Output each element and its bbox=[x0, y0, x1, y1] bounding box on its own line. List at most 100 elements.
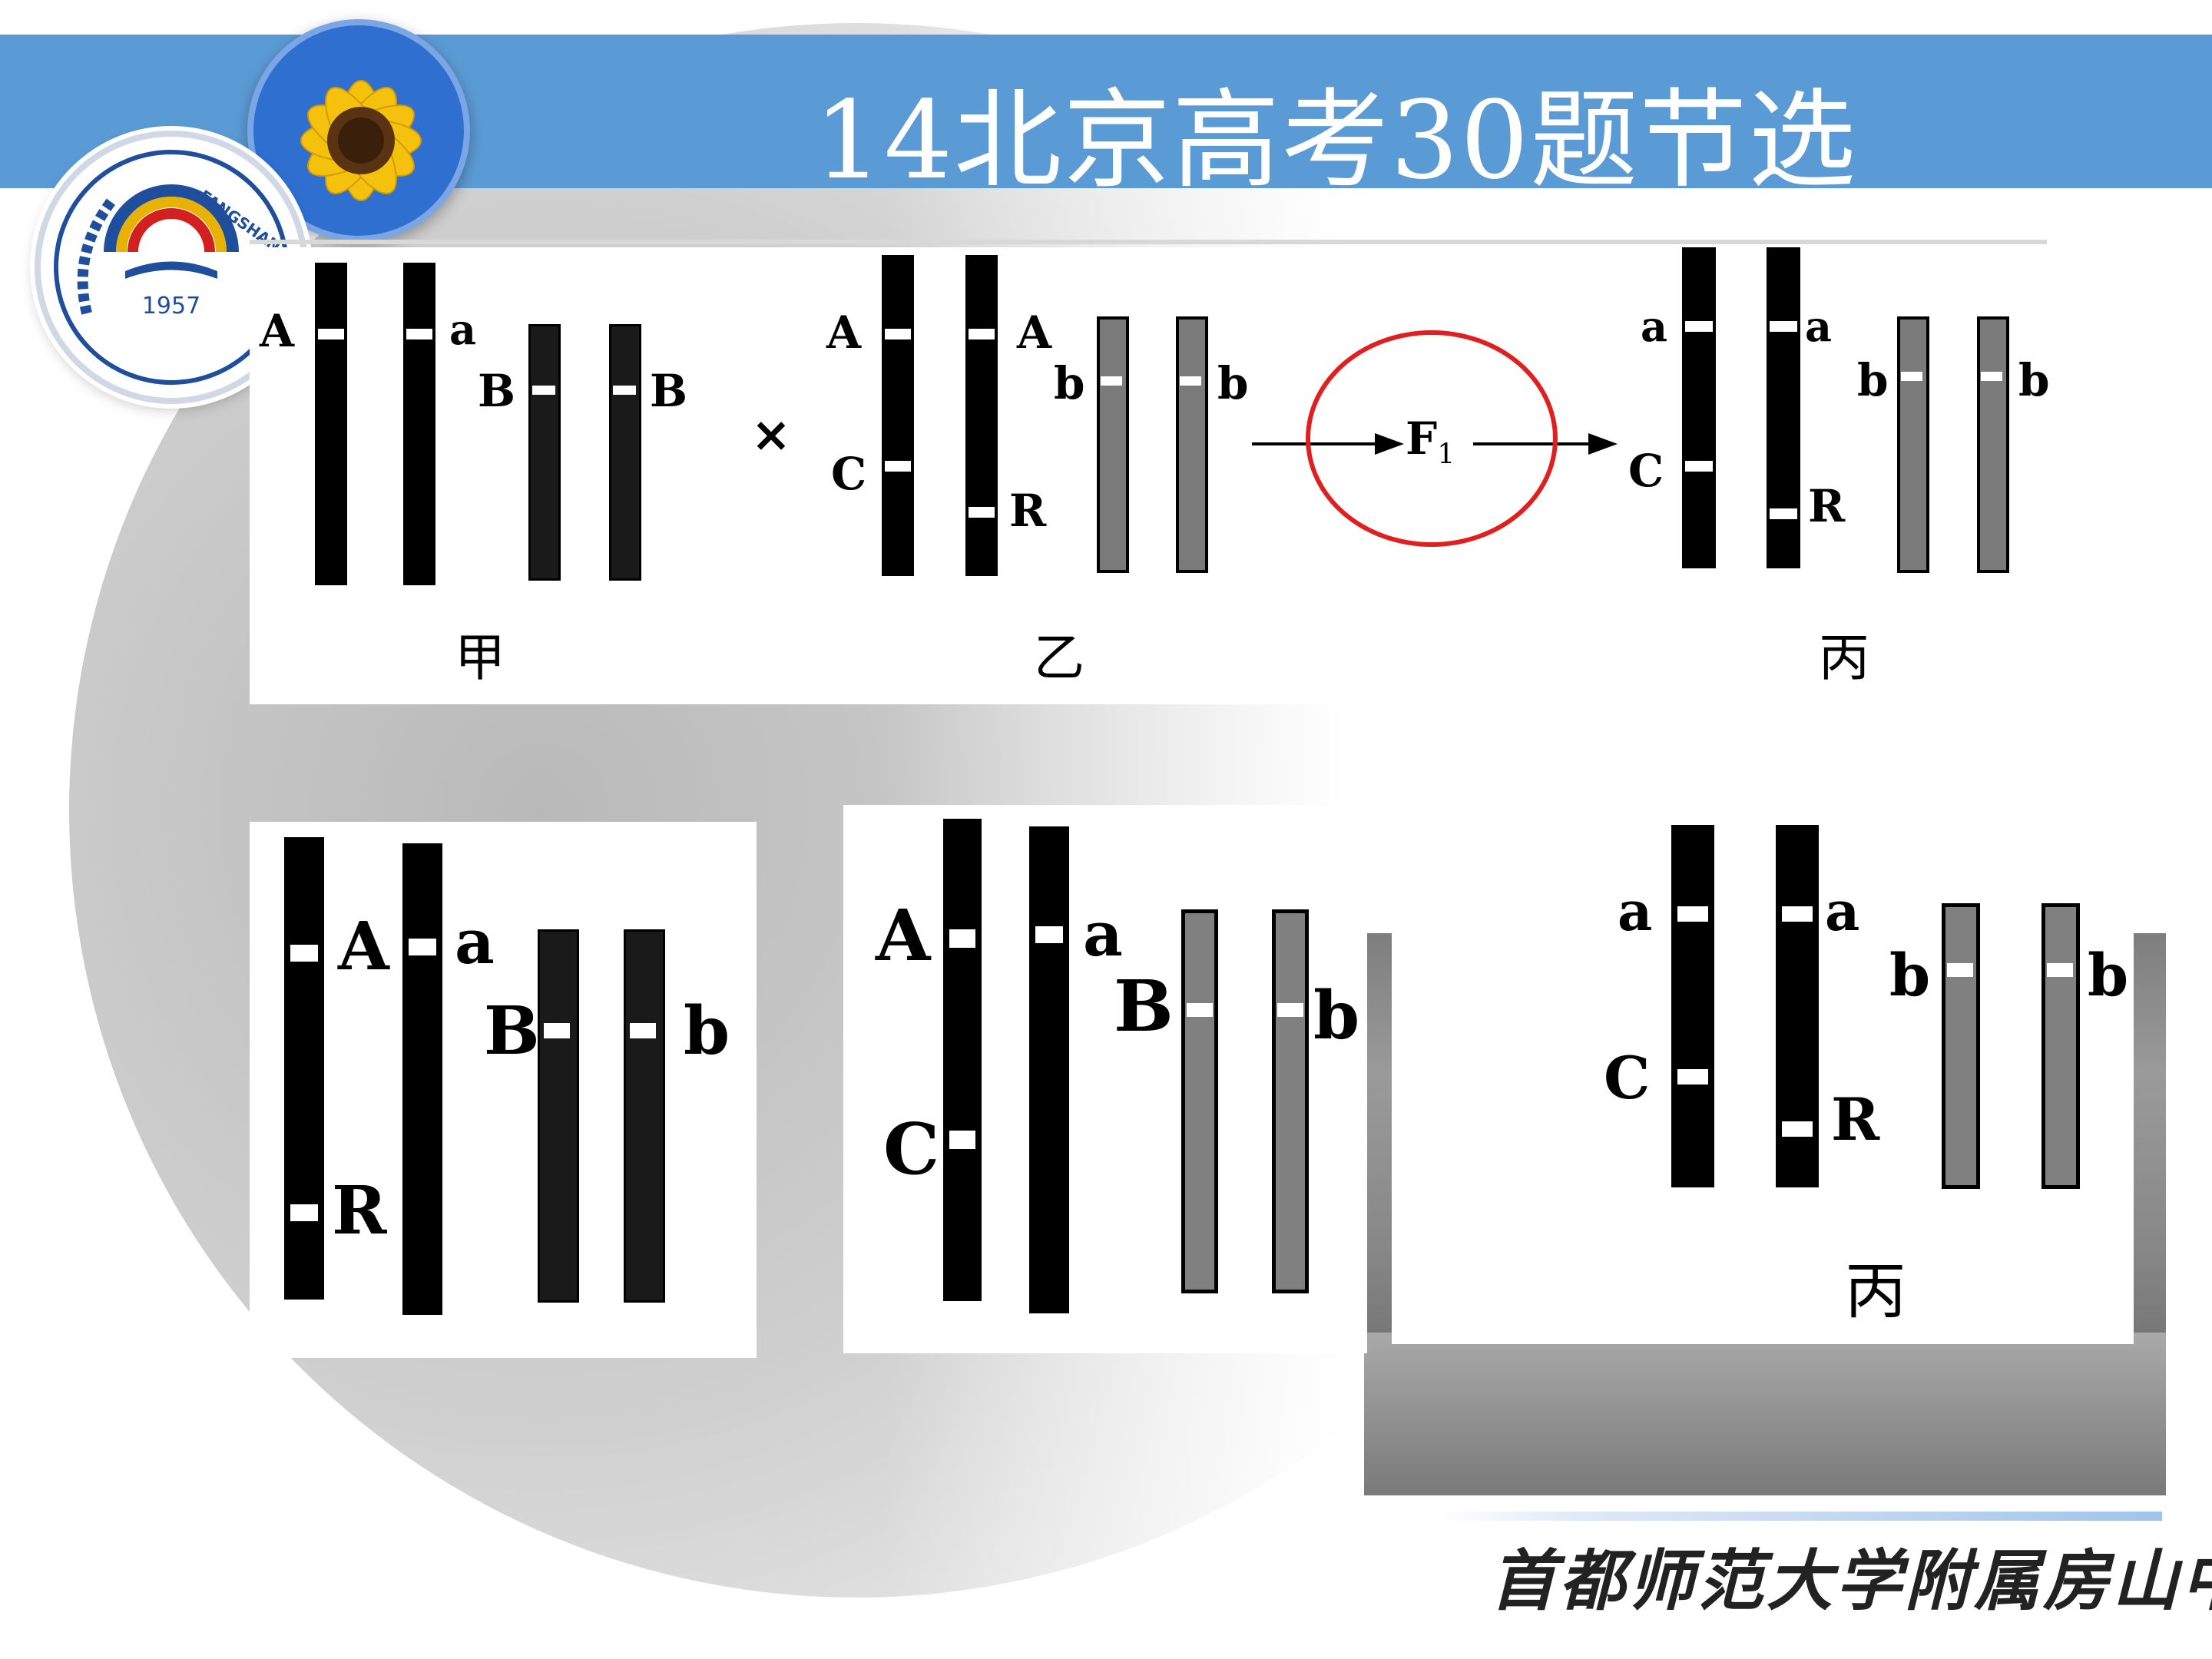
gene-label: b bbox=[1313, 977, 1360, 1055]
gene-band bbox=[2047, 963, 2073, 977]
chromosome bbox=[1942, 903, 1980, 1189]
chromosome bbox=[624, 929, 665, 1303]
gene-band bbox=[885, 461, 911, 472]
gene-label: C bbox=[883, 1108, 940, 1190]
gene-band bbox=[1187, 1003, 1213, 1017]
chromosome bbox=[2041, 903, 2080, 1189]
chromosome bbox=[1682, 247, 1716, 568]
gene-band bbox=[1770, 321, 1797, 332]
chromosome bbox=[1671, 825, 1714, 1187]
gene-band bbox=[1685, 461, 1713, 472]
chromosome bbox=[528, 324, 561, 581]
chromosome bbox=[943, 819, 982, 1301]
chromosome bbox=[284, 837, 324, 1300]
gene-band bbox=[1277, 1003, 1303, 1017]
gene-label: a bbox=[1825, 879, 1860, 943]
gene-label: b bbox=[2088, 941, 2129, 1009]
caption-bing: 丙 bbox=[1819, 628, 1869, 687]
gene-label: A bbox=[338, 908, 389, 985]
gene-label: b bbox=[2018, 354, 2050, 406]
gene-label: b bbox=[684, 992, 730, 1070]
gene-label: a bbox=[455, 906, 495, 978]
gene-band bbox=[1782, 906, 1813, 922]
gene-label: R bbox=[332, 1172, 387, 1250]
footer-divider bbox=[1436, 1512, 2162, 1521]
gene-band bbox=[1770, 508, 1797, 519]
gene-label: a bbox=[1641, 302, 1667, 351]
gene-band bbox=[290, 1204, 318, 1221]
chromosome bbox=[538, 929, 579, 1303]
gene-label: a bbox=[1083, 898, 1123, 970]
gene-label: C bbox=[1628, 445, 1664, 497]
divider-line bbox=[250, 240, 2047, 244]
gene-label: R bbox=[1831, 1085, 1880, 1154]
cross-symbol: × bbox=[751, 406, 791, 462]
gene-label: a bbox=[1618, 879, 1653, 943]
gene-label: R bbox=[1009, 485, 1047, 537]
chromosome bbox=[1767, 247, 1800, 568]
gene-band bbox=[1101, 376, 1122, 386]
sunflower-logo bbox=[247, 19, 470, 242]
chromosome bbox=[882, 255, 914, 576]
sunflower-icon bbox=[300, 80, 422, 201]
gene-band bbox=[613, 386, 636, 395]
caption-bing-bottom: 丙 bbox=[1845, 1256, 1906, 1327]
caption-yi: 乙 bbox=[1034, 628, 1084, 687]
gene-band bbox=[630, 1023, 656, 1038]
gene-band bbox=[1685, 321, 1713, 332]
gene-band bbox=[1947, 963, 1973, 977]
gene-band bbox=[1180, 376, 1201, 386]
highlight-ellipse bbox=[1306, 330, 1558, 547]
bottom-panel-left bbox=[250, 822, 757, 1358]
gene-band bbox=[885, 329, 911, 339]
gene-band bbox=[1677, 906, 1708, 922]
gene-label: b bbox=[1217, 357, 1249, 409]
bottom-panel-right bbox=[1392, 822, 2134, 1344]
chromosome bbox=[1097, 316, 1129, 573]
chromosome bbox=[315, 263, 347, 585]
gene-label: a bbox=[1805, 302, 1832, 351]
gene-label: b bbox=[1889, 941, 1931, 1009]
gene-band bbox=[532, 386, 555, 395]
gene-label: B bbox=[650, 365, 688, 417]
gene-band bbox=[290, 945, 318, 962]
logo-year: 1957 bbox=[142, 293, 200, 320]
gene-band bbox=[949, 929, 975, 948]
chromosome bbox=[965, 255, 998, 576]
gene-band bbox=[1782, 1121, 1813, 1137]
chromosome bbox=[1176, 316, 1208, 573]
slide-title: 14北京高考30题节选 bbox=[814, 78, 1858, 204]
gene-label: A bbox=[876, 894, 931, 977]
gene-band bbox=[1981, 372, 2002, 381]
gene-label: B bbox=[1114, 965, 1174, 1048]
gene-band bbox=[969, 329, 995, 339]
chromosome bbox=[609, 324, 641, 581]
gene-label: C bbox=[831, 448, 867, 500]
gene-band bbox=[1677, 1069, 1708, 1084]
chromosome bbox=[1897, 316, 1929, 573]
gene-label: B bbox=[478, 365, 516, 417]
gene-label: A bbox=[260, 305, 295, 357]
chromosome bbox=[1029, 826, 1069, 1313]
gene-label: A bbox=[1017, 306, 1052, 359]
chromosome bbox=[1181, 909, 1218, 1293]
gene-band bbox=[318, 329, 344, 339]
gene-band bbox=[1901, 372, 1922, 381]
gene-band bbox=[949, 1131, 975, 1149]
gene-label: b bbox=[1054, 357, 1085, 409]
gene-label: C bbox=[1604, 1044, 1651, 1112]
gene-band bbox=[544, 1023, 570, 1038]
chromosome bbox=[403, 263, 435, 585]
gene-label: b bbox=[1857, 354, 1889, 406]
gene-label: B bbox=[484, 992, 540, 1070]
chromosome bbox=[1977, 316, 2009, 573]
gene-band bbox=[969, 507, 995, 518]
chromosome bbox=[1272, 909, 1309, 1293]
gene-band bbox=[1035, 926, 1063, 943]
gene-label: R bbox=[1808, 480, 1846, 532]
gene-band bbox=[406, 329, 432, 339]
caption-jia: 甲 bbox=[455, 628, 505, 687]
gene-label: A bbox=[826, 306, 862, 359]
school-name-footer: 首都师范大学附属房山中学 bbox=[1490, 1542, 2212, 1620]
